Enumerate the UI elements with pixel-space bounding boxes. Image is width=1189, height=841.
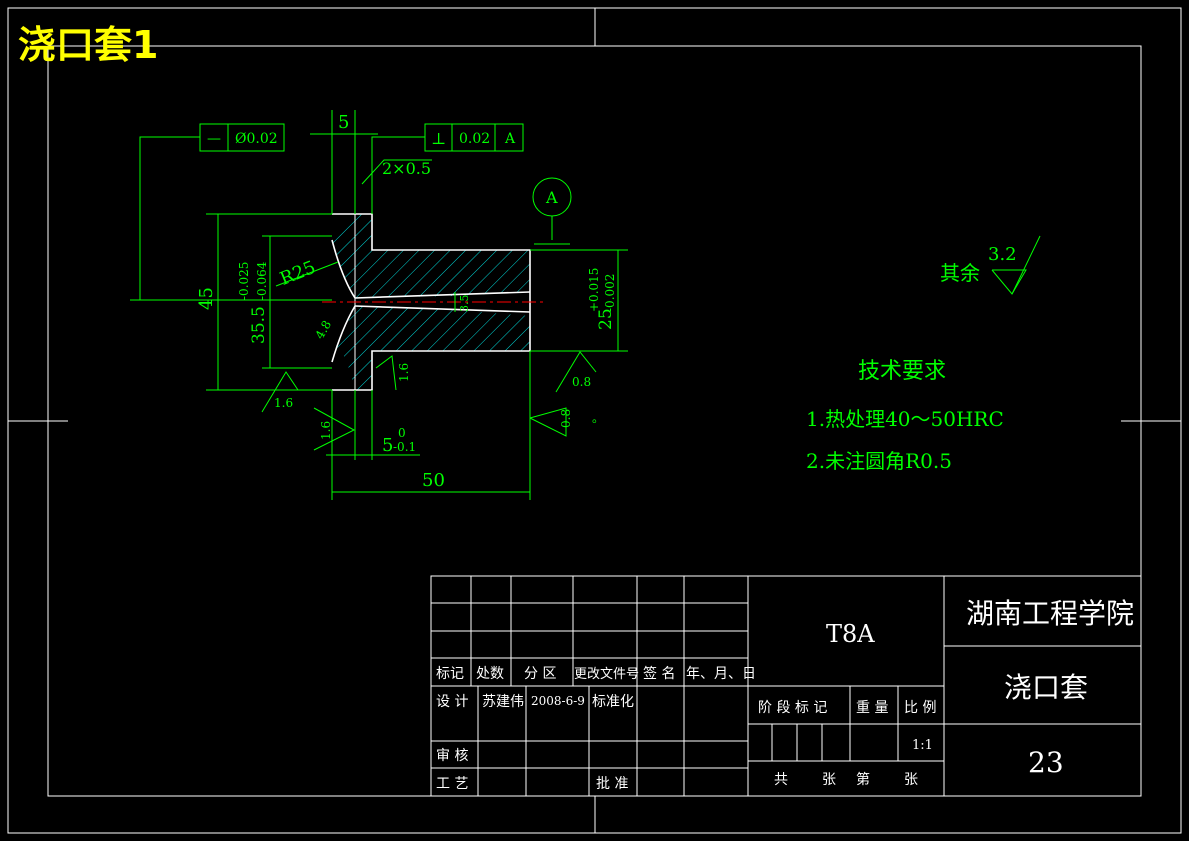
hatch-lower bbox=[332, 306, 530, 390]
scale-value: 1:1 bbox=[912, 738, 933, 753]
approve-label: 批 准 bbox=[596, 776, 628, 792]
dim-diameter-35-tol-lower: -0.064 bbox=[255, 261, 269, 300]
weight-label: 重 量 bbox=[856, 700, 888, 716]
roughness-2: 1.6 bbox=[397, 363, 411, 382]
part-outline bbox=[332, 213, 531, 391]
other-roughness-label: 其余 bbox=[940, 261, 980, 285]
rev-header-doc: 更改文件号 bbox=[574, 667, 639, 682]
material: T8A bbox=[826, 620, 875, 648]
check-label: 审 核 bbox=[436, 748, 468, 764]
standardize-label: 标准化 bbox=[592, 694, 634, 710]
dim-diameter-45: 45 bbox=[196, 287, 217, 310]
notes-heading: 技术要求 bbox=[858, 359, 946, 384]
sprue-upper-wall bbox=[354, 291, 531, 299]
rev-header-sign: 签 名 bbox=[643, 665, 675, 682]
designer-name: 苏建伟 bbox=[482, 694, 524, 710]
note-item-1: 1.热处理40～50HRC bbox=[806, 407, 1004, 431]
dim-flange-thickness: 5 bbox=[338, 112, 349, 133]
roughness-4: 0.8 bbox=[572, 375, 591, 389]
perpendicularity-symbol: ⊥ bbox=[431, 129, 446, 148]
dim-chamfer: 2×0.5 bbox=[382, 159, 431, 178]
rev-header-zone: 分 区 bbox=[524, 666, 556, 682]
dim-diameter-25-tol-lower: -0.002 bbox=[603, 274, 617, 312]
dim-diameter-25: 25 bbox=[596, 308, 616, 330]
hatch-upper bbox=[332, 214, 530, 298]
part-section bbox=[322, 213, 545, 391]
scale-label: 比 例 bbox=[904, 700, 936, 716]
drawing-title: 浇口套1 bbox=[18, 23, 158, 67]
rev-header-mark: 标记 bbox=[436, 666, 464, 682]
roughness-5: 0.8 bbox=[559, 409, 573, 428]
technical-notes: 技术要求 1.热处理40～50HRC 2.未注圆角R0.5 bbox=[806, 359, 1004, 473]
spherical-seat bbox=[331, 239, 356, 363]
design-label: 设 计 bbox=[436, 694, 468, 710]
dim-angle: 4.8 bbox=[312, 318, 334, 342]
note-item-2: 2.未注圆角R0.5 bbox=[806, 449, 952, 473]
dim-bore: 3.5 bbox=[458, 295, 471, 313]
dimensions: — Ø0.02 ⊥ 0.02 A 5 2×0.5 A R25 45 bbox=[130, 110, 1041, 500]
sprue-lower-wall bbox=[354, 305, 531, 313]
sheet-no-label: 第 bbox=[856, 771, 870, 788]
dim-length: 50 bbox=[422, 470, 445, 491]
rev-header-date: 年、月、日 bbox=[686, 666, 756, 682]
stray-dot: 。 bbox=[592, 411, 604, 425]
flatness-symbol: — bbox=[207, 131, 221, 147]
drawing-number: 23 bbox=[1028, 746, 1064, 779]
sheet-unit-2: 张 bbox=[904, 772, 918, 788]
dim-radius: R25 bbox=[277, 257, 319, 290]
dim-flange-width-tol-lower: -0.1 bbox=[393, 440, 416, 454]
dim-diameter-35: 35.5 bbox=[249, 306, 269, 344]
dim-flange-width-tol-upper: 0 bbox=[398, 426, 406, 440]
school-name: 湖南工程学院 bbox=[966, 597, 1134, 630]
design-date: 2008-6-9 bbox=[531, 694, 585, 708]
process-label: 工 艺 bbox=[436, 776, 468, 792]
sheet-total-label: 共 bbox=[774, 772, 788, 788]
perpendicularity-datum: A bbox=[504, 131, 516, 147]
title-block: 标记 处数 分 区 更改文件号 签 名 年、月、日 设 计 苏建伟 2008-6… bbox=[430, 575, 1142, 797]
dim-diameter-25-tol-upper: +0.015 bbox=[587, 268, 601, 312]
flatness-value: Ø0.02 bbox=[235, 131, 278, 147]
perpendicularity-value: 0.02 bbox=[459, 131, 490, 147]
dim-flange-width: 5 bbox=[382, 435, 393, 456]
dim-diameter-35-tol-upper: -0.025 bbox=[237, 262, 251, 300]
rev-header-count: 处数 bbox=[476, 666, 504, 682]
roughness-1: 1.6 bbox=[274, 396, 293, 410]
stage-label: 阶 段 标 记 bbox=[758, 700, 827, 716]
part-name: 浇口套 bbox=[1004, 671, 1088, 704]
roughness-3: 1.6 bbox=[319, 421, 333, 440]
other-roughness-value: 3.2 bbox=[988, 244, 1017, 265]
datum-label: A bbox=[545, 188, 558, 207]
sheet-unit-1: 张 bbox=[822, 772, 836, 788]
